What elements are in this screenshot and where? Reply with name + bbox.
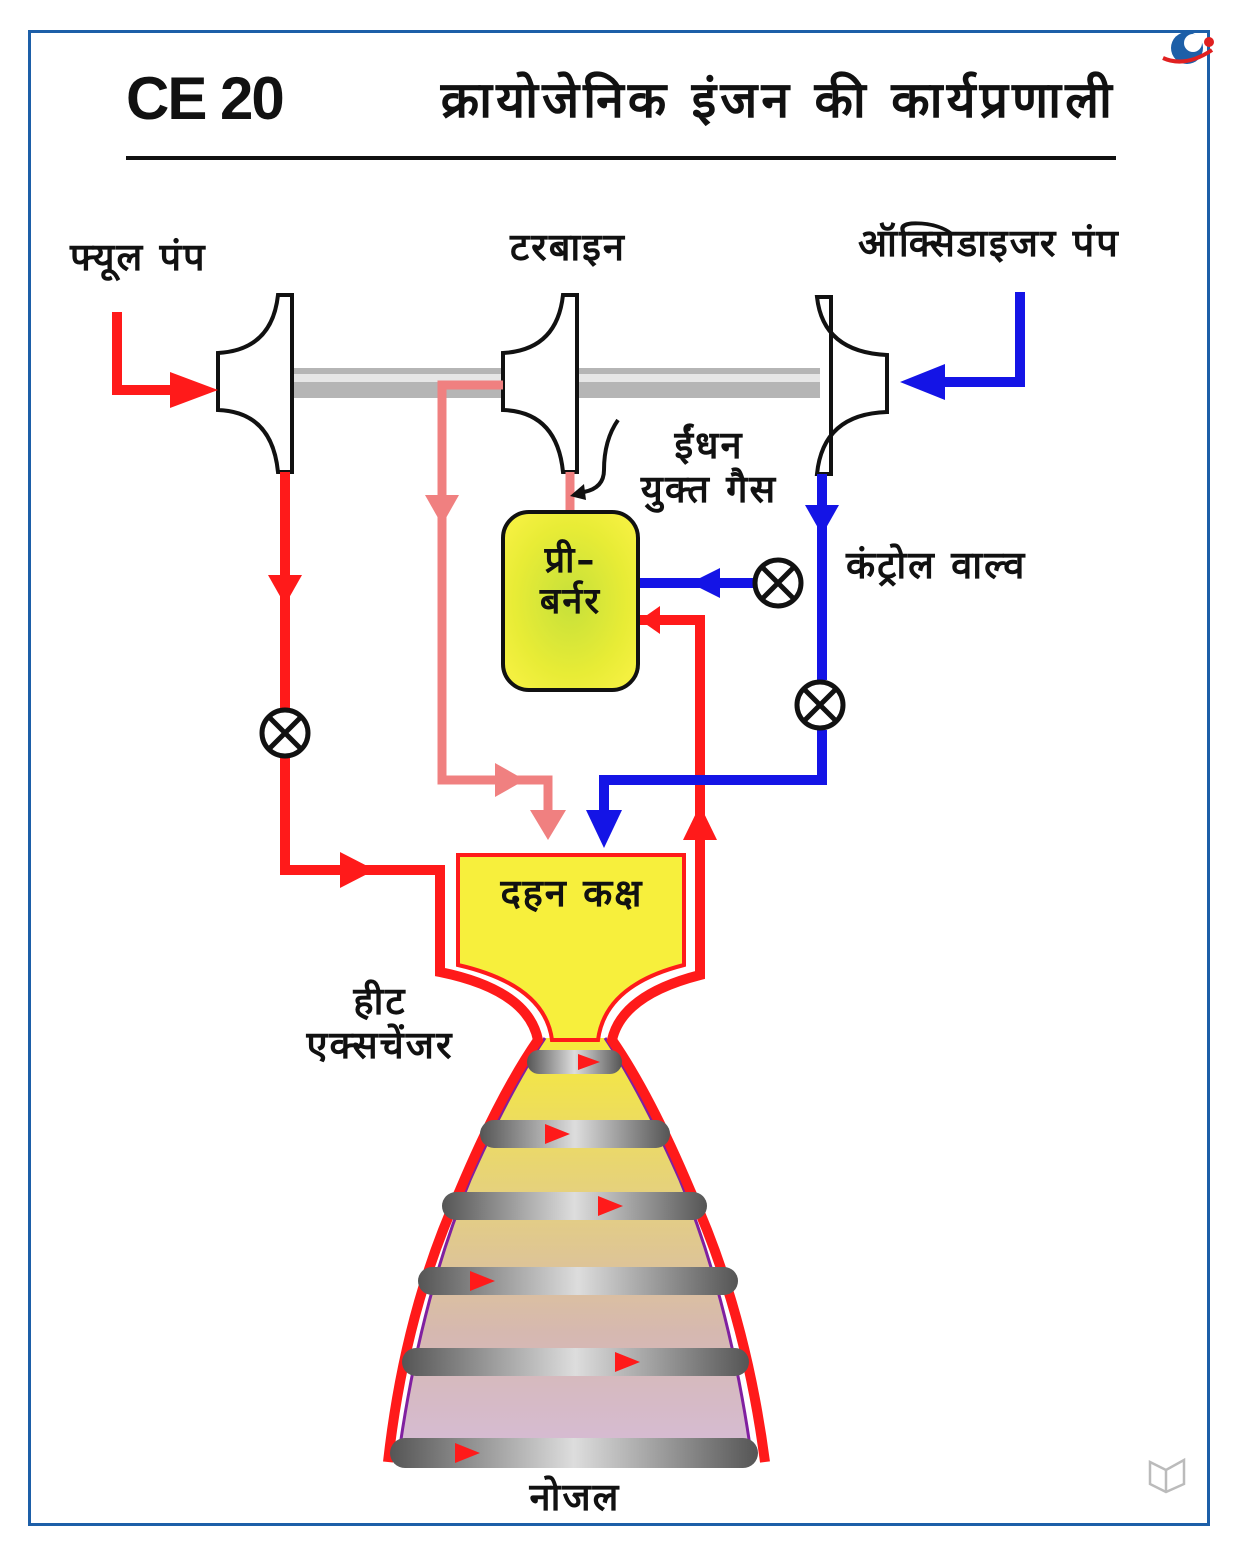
fuel-rich-gas-line1: ईंधन	[674, 423, 744, 467]
diagram-frame	[28, 30, 1210, 1526]
combustion-chamber-label: दहन कक्ष	[500, 871, 644, 915]
heat-exchanger-line2: एक्सचेंजर	[306, 1022, 454, 1067]
cooling-rings	[390, 1050, 758, 1468]
nozzle-label: नोजल	[529, 1475, 621, 1519]
oxidizer-pump-label: ऑक्सिडाइजर पंप	[858, 221, 1120, 265]
valve-icon	[794, 679, 846, 731]
fuel-rich-gas-label: ईंधन युक्त गैस	[626, 423, 792, 511]
page-title: CE 20 क्रायोजेनिक इंजन की कार्यप्रणाली	[126, 58, 1116, 138]
heat-exchanger-line1: हीट	[353, 979, 407, 1023]
oxidizer-pump-icon	[814, 295, 889, 476]
title-divider	[126, 156, 1116, 160]
pre-burner	[501, 510, 640, 692]
control-valve-label: कंट्रोल वाल्व	[846, 543, 1027, 587]
title-code: CE 20	[126, 64, 285, 132]
valve-icon	[752, 557, 804, 609]
turbine-label: टरबाइन	[510, 225, 626, 269]
fuel-pump-label: फ्यूल पंप	[70, 235, 207, 279]
book-watermark-icon	[1148, 1457, 1186, 1494]
pre-burner-line2: बर्नर	[539, 581, 602, 623]
fuel-pump-icon	[216, 293, 294, 474]
turbine-gas-line	[437, 380, 575, 810]
valve-icon	[259, 707, 311, 759]
brand-logo-icon	[1162, 32, 1214, 64]
fuel-rich-gas-line2: युक्त गैस	[640, 466, 778, 511]
pre-burner-line1: प्री–	[544, 540, 597, 581]
pre-burner-label: प्री– बर्नर	[503, 540, 638, 623]
title-text: क्रायोजेनिक इंजन की कार्यप्रणाली	[440, 71, 1116, 129]
nozzle-body	[398, 1038, 752, 1460]
heat-exchanger-label: हीट एक्सचेंजर	[280, 979, 480, 1067]
fuel-rich-gas-pointer	[583, 418, 620, 494]
combustion-chamber	[456, 853, 686, 1042]
turbine-icon	[501, 293, 579, 474]
